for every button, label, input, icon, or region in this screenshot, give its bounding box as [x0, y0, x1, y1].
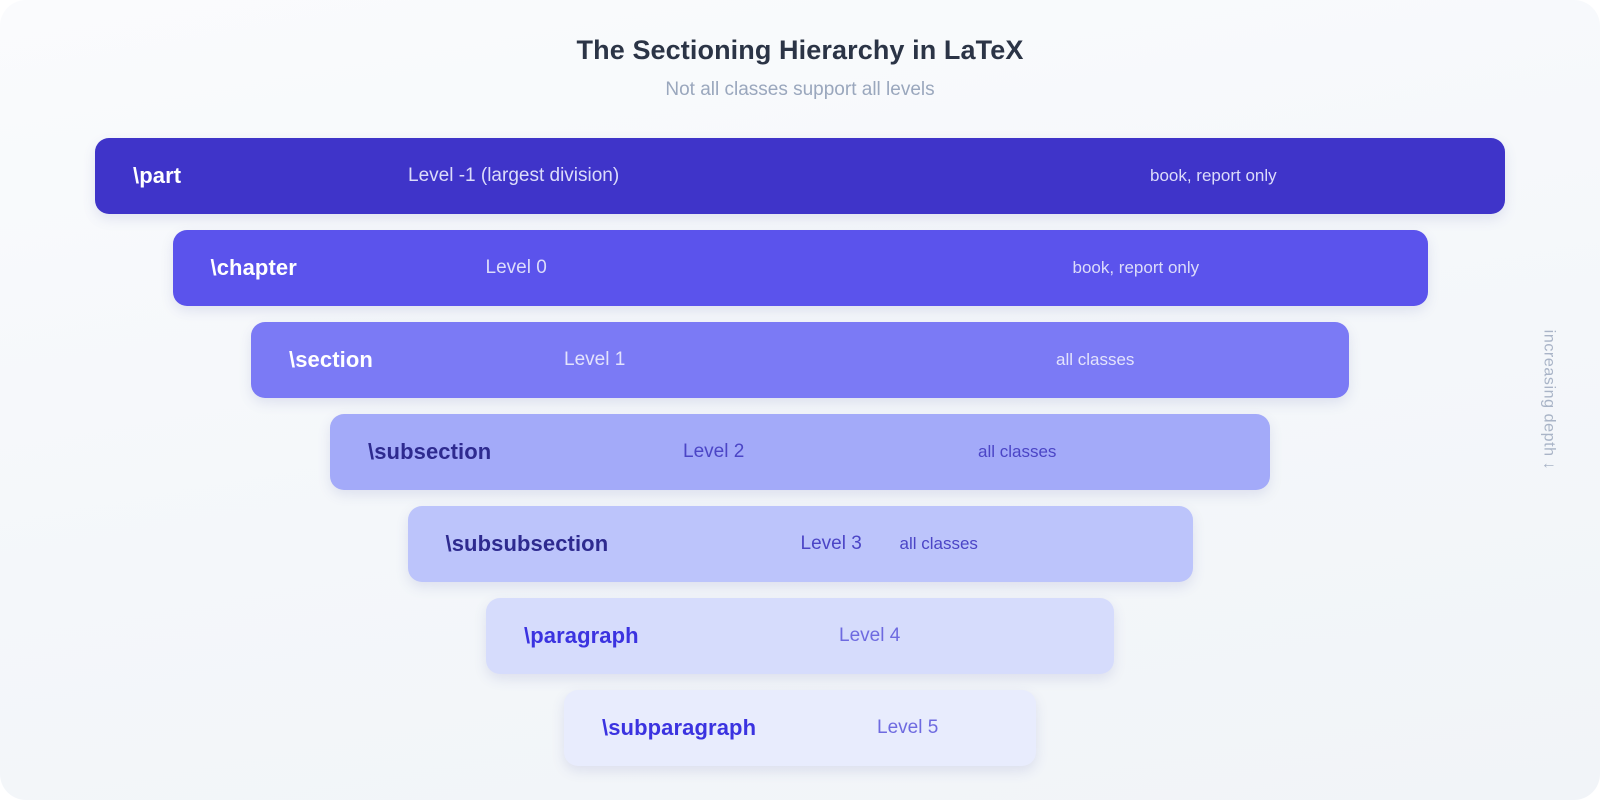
funnel-bar[interactable]: \paragraph Level 4 [486, 598, 1114, 674]
bar-command-label: \subsubsection [445, 531, 609, 556]
funnel-bar[interactable]: \chapter Level 0 book, report only [172, 230, 1428, 306]
bar-command-label: \section [289, 347, 373, 372]
page-title: The Sectioning Hierarchy in LaTeX [576, 35, 1024, 65]
bar-classes-label: all classes [899, 534, 978, 553]
funnel-bar[interactable]: \subsection Level 2 all classes [330, 414, 1270, 490]
depth-axis: increasing depth ↓ [1518, 0, 1578, 800]
funnel-bar[interactable]: \subparagraph Level 5 [564, 690, 1036, 766]
funnel-bar[interactable]: \part Level -1 (largest division) book, re… [95, 138, 1505, 214]
bar-command-label: \part [133, 163, 182, 188]
funnel-bar[interactable]: \subsubsection Level 3 all classes [407, 506, 1193, 582]
page-subtitle: Not all classes support all levels [665, 78, 935, 100]
bar-classes-label: book, report only [1150, 166, 1277, 185]
bar-level-label: Level 1 [564, 349, 626, 370]
bar-command-label: \paragraph [524, 623, 639, 648]
bar-classes-label: book, report only [1072, 258, 1200, 277]
bar-level-label: Level 5 [877, 717, 939, 738]
bar-classes-label: all classes [978, 442, 1057, 461]
bar-level-label: Level -1 (largest division) [408, 165, 620, 186]
bar-level-label: Level 0 [485, 257, 547, 278]
depth-axis-label: increasing depth ↓ [1540, 329, 1558, 471]
bar-level-label: Level 4 [839, 625, 901, 646]
funnel-bar[interactable]: \section Level 1 all classes [251, 322, 1349, 398]
diagram-header: The Sectioning Hierarchy in LaTeX Not al… [0, 0, 1600, 102]
bar-classes-label: all classes [1056, 350, 1135, 369]
bar-command-label: \subsection [368, 439, 492, 464]
sectioning-funnel: \part Level -1 (largest division) book, re… [0, 138, 1600, 766]
bar-level-label: Level 2 [683, 441, 745, 462]
bar-command-label: \chapter [210, 255, 297, 280]
bar-level-label: Level 3 [800, 533, 862, 554]
bar-command-label: \subparagraph [602, 715, 757, 740]
